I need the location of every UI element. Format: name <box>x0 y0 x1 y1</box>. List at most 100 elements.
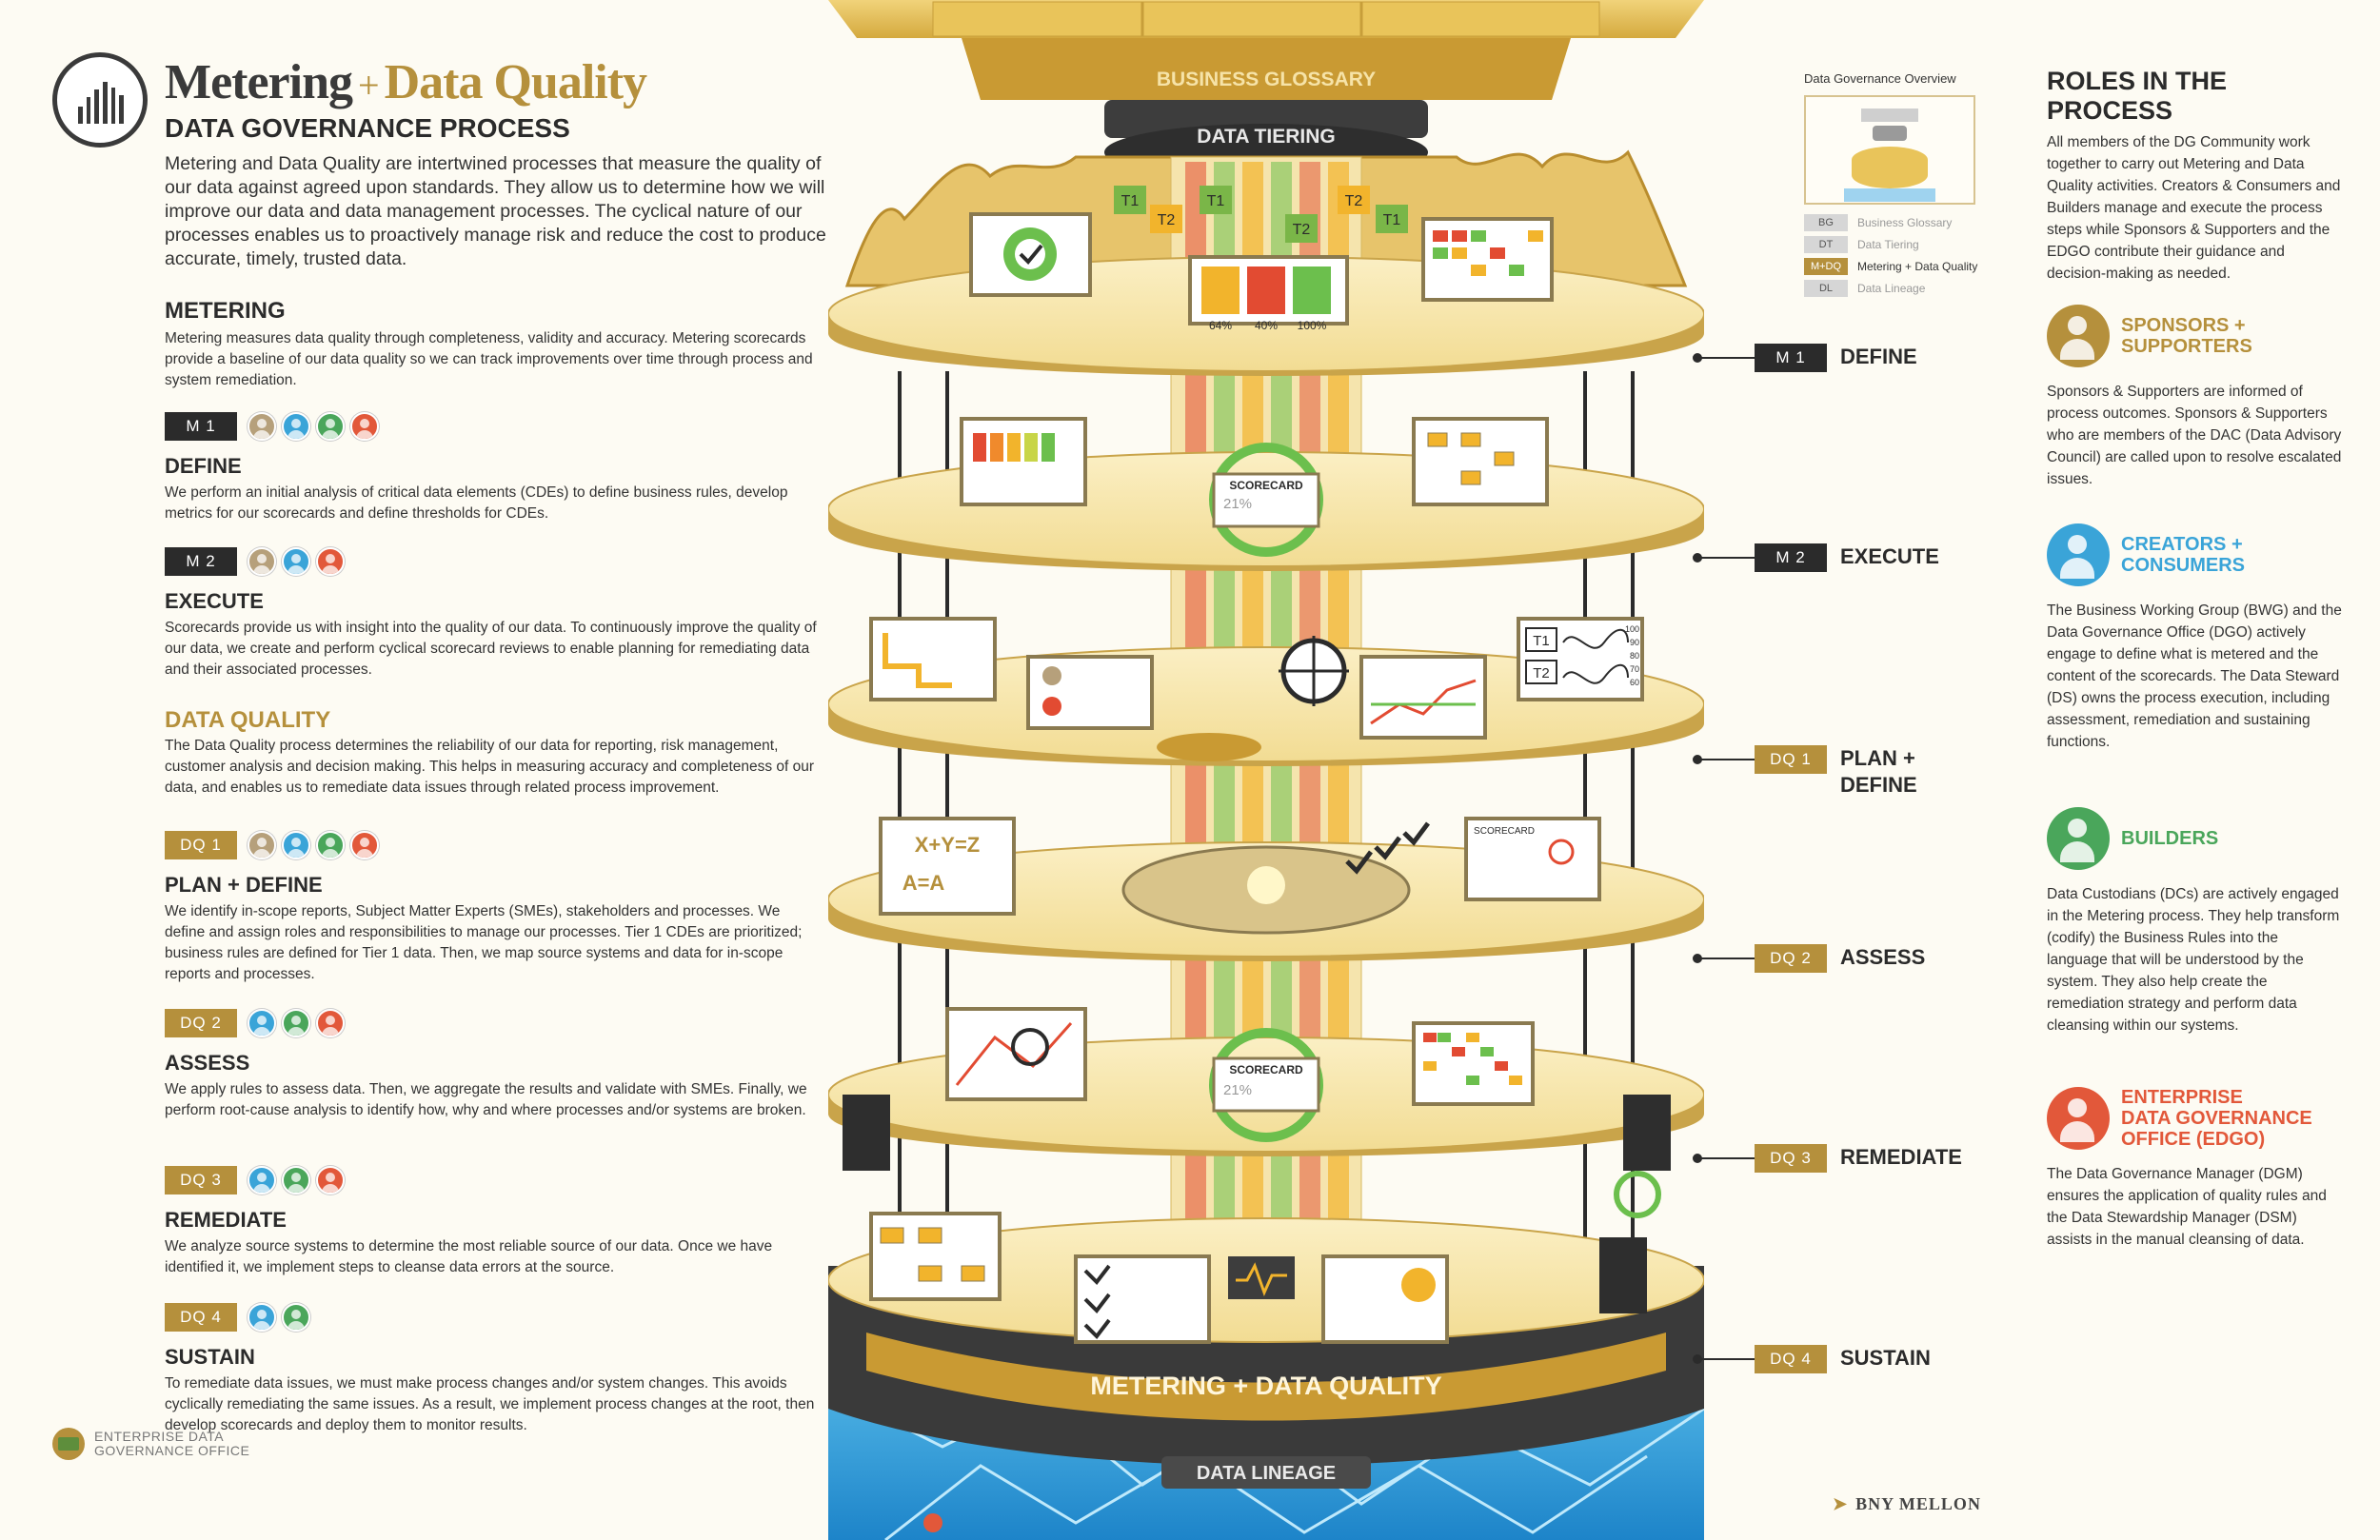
step-name-m1: DEFINE <box>165 454 242 478</box>
creators-icon <box>2047 523 2110 586</box>
step-tag-m1: M 1 <box>165 412 237 441</box>
step-name-dq3: REMEDIATE <box>165 1208 287 1232</box>
step-text-m2: Scorecards provide us with insight into … <box>165 620 817 678</box>
metering-logo-icon <box>52 52 148 148</box>
sponsor-avatar-icon <box>248 831 276 859</box>
dq3-screens: SCORECARD 21% <box>843 1007 1671 1171</box>
edgo-icon <box>2047 1087 2110 1150</box>
sponsor-avatar-icon <box>248 547 276 576</box>
roles-intro: All members of the DG Community work tog… <box>2047 134 2341 282</box>
gauge-value: 64% <box>1209 319 1232 332</box>
scorecard-label: SCORECARD <box>1229 1063 1303 1076</box>
creator-avatar-icon <box>248 1303 276 1332</box>
step-name-m2: EXECUTE <box>165 589 264 613</box>
level-connector <box>1693 353 1755 363</box>
overview-tower-shape <box>1852 147 1928 188</box>
sponsor-avatar-icon <box>248 412 276 441</box>
overview-label: Data Lineage <box>1857 282 1926 295</box>
m2-screens: SCORECARD 21% <box>960 417 1549 557</box>
tier-tag: T2 <box>1293 222 1311 238</box>
level-code: DQ 4 <box>1755 1345 1827 1373</box>
tier-tags: T1 T2 T1 T2 T2 T1 <box>1114 186 1408 243</box>
step-name-dq1: PLAN + DEFINE <box>165 873 323 897</box>
creator-avatar-icon <box>282 831 310 859</box>
step-text-dq1: We identify in-scope reports, Subject Ma… <box>165 903 803 982</box>
business-glossary-label: BUSINESS GLOSSARY <box>1157 69 1376 90</box>
overview-thumbnail <box>1804 95 1975 205</box>
tier-tag: T1 <box>1207 193 1225 209</box>
roles-heading: ROLES IN THE PROCESS <box>2047 67 2228 125</box>
builder-avatar-icon <box>282 1166 310 1194</box>
creator-avatar-icon <box>248 1009 276 1037</box>
edgo-avatar-icon <box>316 547 345 576</box>
level-name: ASSESS <box>1840 945 1926 969</box>
level-label-dq3: DQ 3 REMEDIATE <box>1693 1144 1962 1173</box>
bny-arrow-icon: ➤ <box>1833 1494 1849 1513</box>
level-connector <box>1693 755 1755 764</box>
scorecard-percent: 21% <box>1223 496 1252 512</box>
level-label-dq2: DQ 2 ASSESS <box>1693 944 1926 973</box>
tier-tag: T2 <box>1158 212 1176 228</box>
role-builders: BUILDERS Data Custodians (DCs) are activ… <box>2047 807 2342 1037</box>
dq1-screens: T1 T2 100 90 80 70 60 <box>869 617 1644 761</box>
level-code: DQ 3 <box>1755 1144 1827 1173</box>
roles-panel: ROLES IN THE PROCESS All members of the … <box>2047 67 2342 1248</box>
edgo-logo-icon <box>52 1428 85 1460</box>
step-roles-m2 <box>248 547 345 576</box>
tower-svg: BUSINESS GLOSSARY DATA TIERING T1 T2 T1 … <box>827 0 1705 1540</box>
scorecard-label: SCORECARD <box>1474 826 1535 837</box>
edgo-avatar-icon <box>316 1009 345 1037</box>
chart-scale-tick: 100 <box>1625 624 1639 634</box>
overview-label: Business Glossary <box>1857 216 1953 229</box>
role-sponsors: SPONSORS + SUPPORTERS Sponsors & Support… <box>2047 305 2342 490</box>
chart-scale-tick: 60 <box>1630 678 1639 687</box>
bny-mellon-logo: ➤BNY MELLON <box>1833 1494 1981 1514</box>
overview-key: DT <box>1804 236 1848 253</box>
level-code: DQ 1 <box>1755 745 1827 774</box>
step-tag-dq4: DQ 4 <box>165 1303 237 1332</box>
chart-scale-tick: 70 <box>1630 664 1639 674</box>
gauge-value: 40% <box>1255 319 1278 332</box>
title-metering: Metering <box>165 55 353 109</box>
data-tiering-label: DATA TIERING <box>1197 126 1335 148</box>
overview-label: Metering + Data Quality <box>1857 260 1978 273</box>
role-text: The Business Working Group (BWG) and the… <box>2047 602 2342 750</box>
level-name: DEFINE <box>1840 345 1917 368</box>
step-tag-dq1: DQ 1 <box>165 831 237 859</box>
level-label-dq1: DQ 1 PLAN + DEFINE <box>1693 745 1917 799</box>
scorecard-label: SCORECARD <box>1229 479 1303 492</box>
level-code: M 2 <box>1755 543 1827 572</box>
overview-tiering-shape <box>1873 126 1907 141</box>
role-name: BUILDERS <box>2121 828 2219 849</box>
data-quality-text: The Data Quality process determines the … <box>165 738 815 796</box>
creator-avatar-icon <box>282 547 310 576</box>
dq2-screens: X+Y=Z A=A SCORECARD <box>879 817 1601 935</box>
metering-dq-base-label: METERING + DATA QUALITY <box>1090 1372 1441 1400</box>
level-connector <box>1693 1154 1755 1163</box>
role-name: ENTERPRISE DATA GOVERNANCE OFFICE (EDGO) <box>2121 1087 2312 1150</box>
dq4-screens <box>869 1171 1661 1344</box>
overview-key: DL <box>1804 280 1848 297</box>
equation-xyz: X+Y=Z <box>915 833 980 857</box>
overview-label: Data Tiering <box>1857 238 1919 251</box>
edgo-line2: GOVERNANCE OFFICE <box>94 1443 250 1458</box>
step-text-dq3: We analyze source systems to determine t… <box>165 1238 773 1275</box>
role-creators: CREATORS + CONSUMERS The Business Workin… <box>2047 523 2342 753</box>
business-glossary-cap: BUSINESS GLOSSARY <box>828 0 1704 100</box>
tier-tag: T1 <box>1383 212 1401 228</box>
overview-row-dt: DT Data Tiering <box>1804 236 1994 253</box>
creator-avatar-icon <box>282 412 310 441</box>
step-roles-dq3 <box>248 1166 345 1194</box>
chart-scale-tick: 90 <box>1630 638 1639 647</box>
role-text: Data Custodians (DCs) are actively engag… <box>2047 886 2340 1034</box>
step-text-dq2: We apply rules to assess data. Then, we … <box>165 1081 807 1118</box>
role-edgo: ENTERPRISE DATA GOVERNANCE OFFICE (EDGO)… <box>2047 1087 2342 1251</box>
builder-avatar-icon <box>282 1303 310 1332</box>
creator-avatar-icon <box>248 1166 276 1194</box>
sponsors-icon <box>2047 305 2110 367</box>
role-text: Sponsors & Supporters are informed of pr… <box>2047 384 2342 487</box>
level-connector <box>1693 954 1755 963</box>
level-label-dq4: DQ 4 SUSTAIN <box>1693 1345 1931 1373</box>
